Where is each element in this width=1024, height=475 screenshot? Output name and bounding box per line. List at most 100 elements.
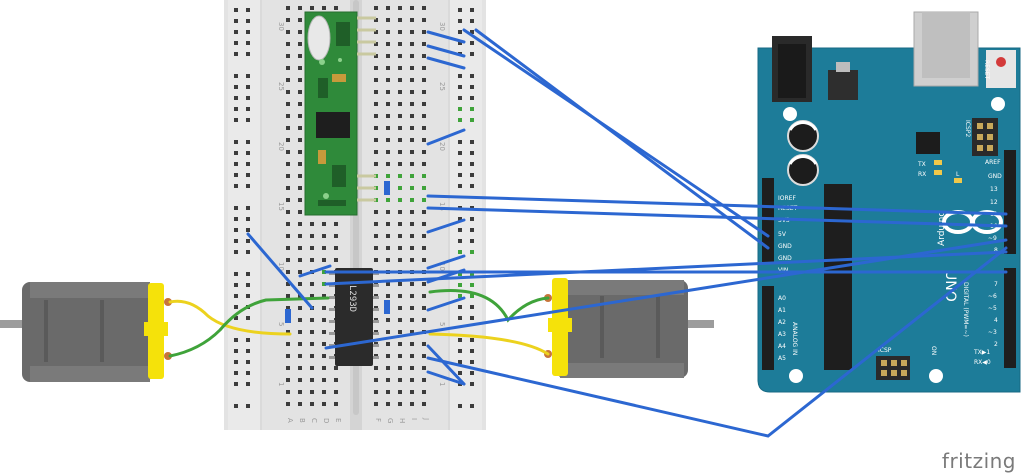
breadboard-hole: [398, 294, 402, 298]
breadboard-rail-hole: [458, 294, 462, 298]
column-number: 15: [277, 202, 285, 211]
breadboard-hole: [298, 402, 302, 406]
breadboard-hole: [286, 210, 290, 214]
breadboard-rail-hole: [470, 8, 474, 12]
breadboard-hole: [386, 174, 390, 178]
breadboard-hole: [334, 258, 338, 262]
breadboard-hole: [410, 390, 414, 394]
pin-label: 2: [994, 341, 998, 348]
wire-blue: [426, 30, 466, 44]
breadboard-hole: [310, 258, 314, 262]
breadboard-hole: [298, 78, 302, 82]
breadboard-hole: [422, 54, 426, 58]
pin-label: IOREF: [778, 195, 796, 202]
breadboard-hole: [422, 90, 426, 94]
breadboard-rail-hole: [458, 85, 462, 89]
breadboard-hole: [398, 90, 402, 94]
breadboard-rail-hole: [470, 118, 474, 122]
breadboard-hole: [374, 390, 378, 394]
breadboard-rail-hole: [470, 107, 474, 111]
breadboard-hole: [374, 162, 378, 166]
logo-text: Arduino: [937, 211, 947, 246]
breadboard-rail-hole: [458, 404, 462, 408]
breadboard-hole: [410, 162, 414, 166]
breadboard-hole: [398, 366, 402, 370]
pin-label: RX◀0: [974, 359, 991, 366]
breadboard-hole: [386, 150, 390, 154]
breadboard-hole: [386, 234, 390, 238]
icsp-label: ICSP: [878, 347, 892, 354]
breadboard-hole: [398, 126, 402, 130]
breadboard-rail-hole: [470, 85, 474, 89]
breadboard-hole: [386, 258, 390, 262]
breadboard-rail-hole: [246, 19, 250, 23]
breadboard-hole: [410, 402, 414, 406]
mounting-hole: [789, 369, 803, 383]
breadboard-hole: [286, 66, 290, 70]
breadboard-rail-hole: [470, 96, 474, 100]
pin-label: 5V: [778, 231, 787, 238]
breadboard-rail-hole: [470, 184, 474, 188]
wire-blue: [426, 218, 466, 234]
breadboard-rail-hole: [470, 283, 474, 287]
wire-yellow: [428, 332, 550, 356]
breadboard-hole: [386, 318, 390, 322]
row-letter: A: [286, 418, 294, 423]
reset-button[interactable]: [986, 50, 1016, 88]
breadboard-rail-hole: [458, 8, 462, 12]
breadboard-hole: [422, 138, 426, 142]
breadboard-rail-hole: [458, 360, 462, 364]
arduino-uno: RESET ICSP2 TX RX L Arduino UNO: [757, 11, 1021, 393]
breadboard-hole: [422, 174, 426, 178]
breadboard-rail-hole: [246, 140, 250, 144]
breadboard-hole: [386, 126, 390, 130]
breadboard-rail-hole: [470, 316, 474, 320]
wire-blue: [246, 232, 314, 310]
row-letter: C: [310, 418, 318, 423]
breadboard-rail-hole: [458, 19, 462, 23]
breadboard-hole: [386, 78, 390, 82]
breadboard-rail-hole: [234, 151, 238, 155]
breadboard-hole: [310, 378, 314, 382]
breadboard-hole: [398, 186, 402, 190]
breadboard-rail-hole: [234, 250, 238, 254]
breadboard-hole: [286, 186, 290, 190]
breadboard-rail-hole: [246, 371, 250, 375]
breadboard-hole: [334, 378, 338, 382]
breadboard-hole: [374, 378, 378, 382]
capacitor: [384, 181, 390, 195]
breadboard-rail-hole: [458, 239, 462, 243]
breadboard-hole: [422, 258, 426, 262]
breadboard-hole: [422, 318, 426, 322]
breadboard-hole: [386, 330, 390, 334]
row-letter: D: [322, 418, 330, 423]
breadboard-hole: [386, 42, 390, 46]
wire-blue: [426, 56, 466, 70]
breadboard-hole: [398, 18, 402, 22]
breadboard-rail-hole: [234, 338, 238, 342]
breadboard-rail-hole: [458, 349, 462, 353]
motor-shaft: [686, 320, 714, 328]
breadboard-hole: [422, 186, 426, 190]
breadboard-hole: [422, 150, 426, 154]
breadboard-rail-hole: [246, 250, 250, 254]
motor-shaft: [0, 320, 26, 328]
breadboard-rail-hole: [458, 283, 462, 287]
breadboard-hole: [286, 222, 290, 226]
breadboard-hole: [386, 294, 390, 298]
breadboard-hole: [374, 54, 378, 58]
breadboard-hole: [422, 294, 426, 298]
breadboard-hole: [322, 342, 326, 346]
breadboard-hole: [286, 18, 290, 22]
breadboard-hole: [374, 78, 378, 82]
breadboard-rail-hole: [458, 151, 462, 155]
breadboard-hole: [286, 42, 290, 46]
voltage-regulator: [828, 70, 858, 100]
breadboard-hole: [386, 138, 390, 142]
fritzing-watermark: fritzing: [941, 449, 1016, 473]
breadboard-hole: [398, 210, 402, 214]
breadboard-hole: [386, 402, 390, 406]
breadboard-rail-hole: [246, 96, 250, 100]
breadboard-hole: [298, 54, 302, 58]
breadboard-column-numbers: 30 30 25 25 20 20 15 15 10 10 5 5 1 1: [277, 22, 446, 386]
